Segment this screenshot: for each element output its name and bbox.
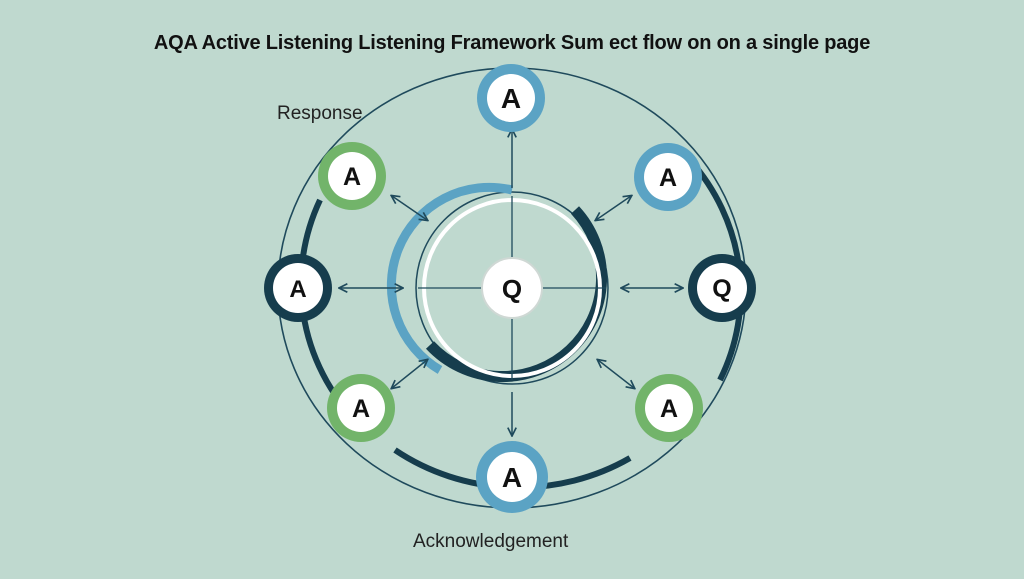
node-bottom-right-letter: A bbox=[660, 395, 678, 423]
node-top-left-letter: A bbox=[343, 163, 361, 191]
node-top: A bbox=[477, 64, 545, 132]
node-bottom-left: A bbox=[327, 374, 395, 442]
page-title: AQA Active Listening Listening Framework… bbox=[153, 32, 871, 54]
center-ring-blue-arc bbox=[386, 182, 514, 374]
node-top-right-letter: A bbox=[659, 164, 677, 192]
center-ring-dark-arc bbox=[425, 206, 608, 383]
node-left-letter: A bbox=[289, 276, 306, 303]
node-bottom-letter: A bbox=[502, 462, 522, 493]
node-top-left: A bbox=[318, 142, 386, 210]
center-node bbox=[481, 257, 543, 319]
node-bottom-left-letter: A bbox=[352, 395, 370, 423]
node-bottom: A bbox=[476, 441, 548, 513]
node-right: Q bbox=[688, 254, 756, 322]
node-top-letter: A bbox=[501, 83, 521, 114]
node-left: A bbox=[264, 254, 332, 322]
arrow-bottom-right bbox=[598, 360, 634, 388]
arrow-top-left bbox=[392, 196, 427, 220]
node-top-right: A bbox=[634, 143, 702, 211]
response-label: Response bbox=[277, 103, 363, 124]
arrow-top-right bbox=[596, 196, 631, 220]
center-node-letter: Q bbox=[502, 274, 522, 304]
acknowledgement-label: Acknowledgement bbox=[413, 531, 569, 552]
node-right-letter: Q bbox=[712, 275, 731, 303]
center-ring-inner-line bbox=[415, 191, 609, 385]
node-bottom-right: A bbox=[635, 374, 703, 442]
arrow-bottom-left bbox=[392, 360, 427, 388]
